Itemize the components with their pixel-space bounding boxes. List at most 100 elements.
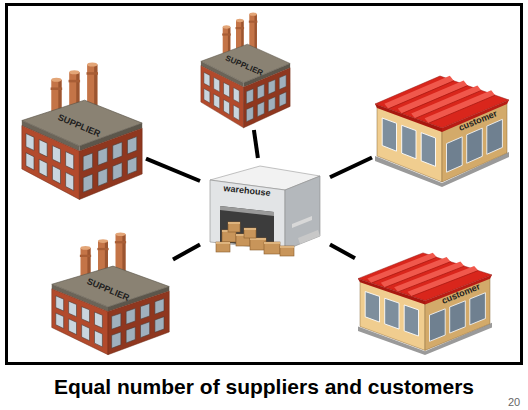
- factory-window: [204, 72, 210, 86]
- chimney-top: [236, 19, 244, 22]
- box-top: [228, 222, 240, 224]
- warehouse-window: [292, 216, 312, 228]
- factory-window: [233, 88, 239, 103]
- chimney-top: [51, 78, 61, 82]
- factory-wall: [201, 66, 244, 128]
- factory-window: [95, 312, 103, 328]
- chimney-ring: [115, 241, 126, 243]
- factory-window: [69, 319, 77, 335]
- factory-window: [279, 75, 286, 90]
- customer-window: [382, 118, 396, 151]
- customer-window: [467, 128, 483, 163]
- factory-window: [26, 134, 34, 151]
- factory-window: [257, 102, 264, 117]
- factory-window: [155, 299, 164, 315]
- chimney-top: [87, 63, 97, 67]
- factory-window: [56, 296, 64, 311]
- chimney-ring: [249, 21, 258, 23]
- chimney-top: [223, 25, 231, 28]
- customer-window: [450, 301, 466, 333]
- factory-window: [98, 148, 107, 166]
- factory-window: [66, 172, 74, 190]
- customer-illustration: [372, 62, 512, 187]
- chimney-ring: [69, 80, 81, 83]
- chimney-ring: [51, 87, 63, 90]
- factory-window: [83, 153, 92, 171]
- factory-window: [26, 153, 34, 170]
- chimney-top: [69, 70, 79, 74]
- factory-window: [52, 166, 60, 184]
- warehouse-wall: [210, 180, 285, 250]
- factory-window: [279, 92, 286, 107]
- connector-line: [330, 244, 355, 258]
- customer-window: [365, 292, 379, 323]
- factory-window: [82, 307, 90, 323]
- customer-window: [385, 298, 399, 329]
- factory-window: [141, 303, 150, 319]
- cardboard-box: [264, 242, 280, 254]
- factory-window: [126, 308, 135, 324]
- customer-window: [404, 305, 418, 336]
- customer-node: customer: [355, 240, 495, 355]
- cardboard-box: [280, 246, 294, 256]
- factory-window: [224, 99, 230, 114]
- factory-window: [246, 106, 253, 121]
- chimney-ring: [222, 33, 231, 35]
- factory-window: [246, 89, 253, 104]
- factory-window: [113, 163, 122, 181]
- chimney-top: [81, 246, 91, 250]
- factory-window: [257, 84, 264, 99]
- chimney-ring: [80, 255, 91, 257]
- factory-window: [98, 168, 107, 186]
- connector-line: [330, 158, 372, 178]
- slide-number: 20: [508, 396, 520, 408]
- cardboard-box: [216, 242, 230, 252]
- customer-node: customer: [372, 62, 512, 187]
- factory-window: [141, 322, 150, 338]
- supplier-node: SUPPLIER: [48, 232, 173, 357]
- warehouse-node: warehouse: [200, 158, 330, 258]
- customer-window: [447, 137, 463, 172]
- cardboard-box: [228, 222, 240, 232]
- box-top: [244, 228, 256, 230]
- factory-window: [127, 137, 136, 154]
- factory-window: [214, 94, 220, 109]
- connector-line: [173, 244, 200, 259]
- factory-window: [83, 174, 92, 192]
- chimney-ring: [86, 72, 98, 75]
- factory-window: [112, 332, 121, 348]
- connector-line: [254, 130, 258, 158]
- factory-window: [155, 317, 164, 333]
- factory-window: [268, 97, 275, 112]
- customer-window: [402, 125, 416, 159]
- factory-window: [39, 140, 47, 157]
- factory-window: [69, 301, 77, 316]
- factory-window: [126, 327, 135, 343]
- factory-window: [95, 331, 103, 347]
- chimney-top: [116, 232, 126, 236]
- caption: Equal number of suppliers and customers: [0, 375, 528, 399]
- factory-window: [82, 325, 90, 341]
- factory-window: [39, 159, 47, 177]
- cardboard-box: [244, 228, 256, 238]
- chimney-ring: [236, 27, 245, 29]
- factory-wall: [52, 289, 108, 355]
- factory-window: [214, 77, 220, 92]
- factory-window: [233, 105, 239, 120]
- factory-wall: [79, 128, 142, 199]
- chimney-top: [249, 12, 257, 15]
- supplier-node: SUPPLIER: [18, 62, 146, 202]
- factory-window: [268, 79, 275, 94]
- factory-window: [113, 142, 122, 160]
- loading-ramp: [298, 230, 320, 244]
- factory-window: [112, 313, 121, 329]
- factory-window: [66, 152, 74, 170]
- cardboard-box: [250, 238, 266, 250]
- customer-window: [421, 133, 435, 167]
- customer-window: [470, 293, 486, 325]
- factory-window: [204, 88, 210, 103]
- factory-wall: [22, 126, 80, 200]
- chimney-ring: [97, 248, 108, 250]
- factory-window: [56, 313, 64, 328]
- connector-line: [146, 159, 200, 181]
